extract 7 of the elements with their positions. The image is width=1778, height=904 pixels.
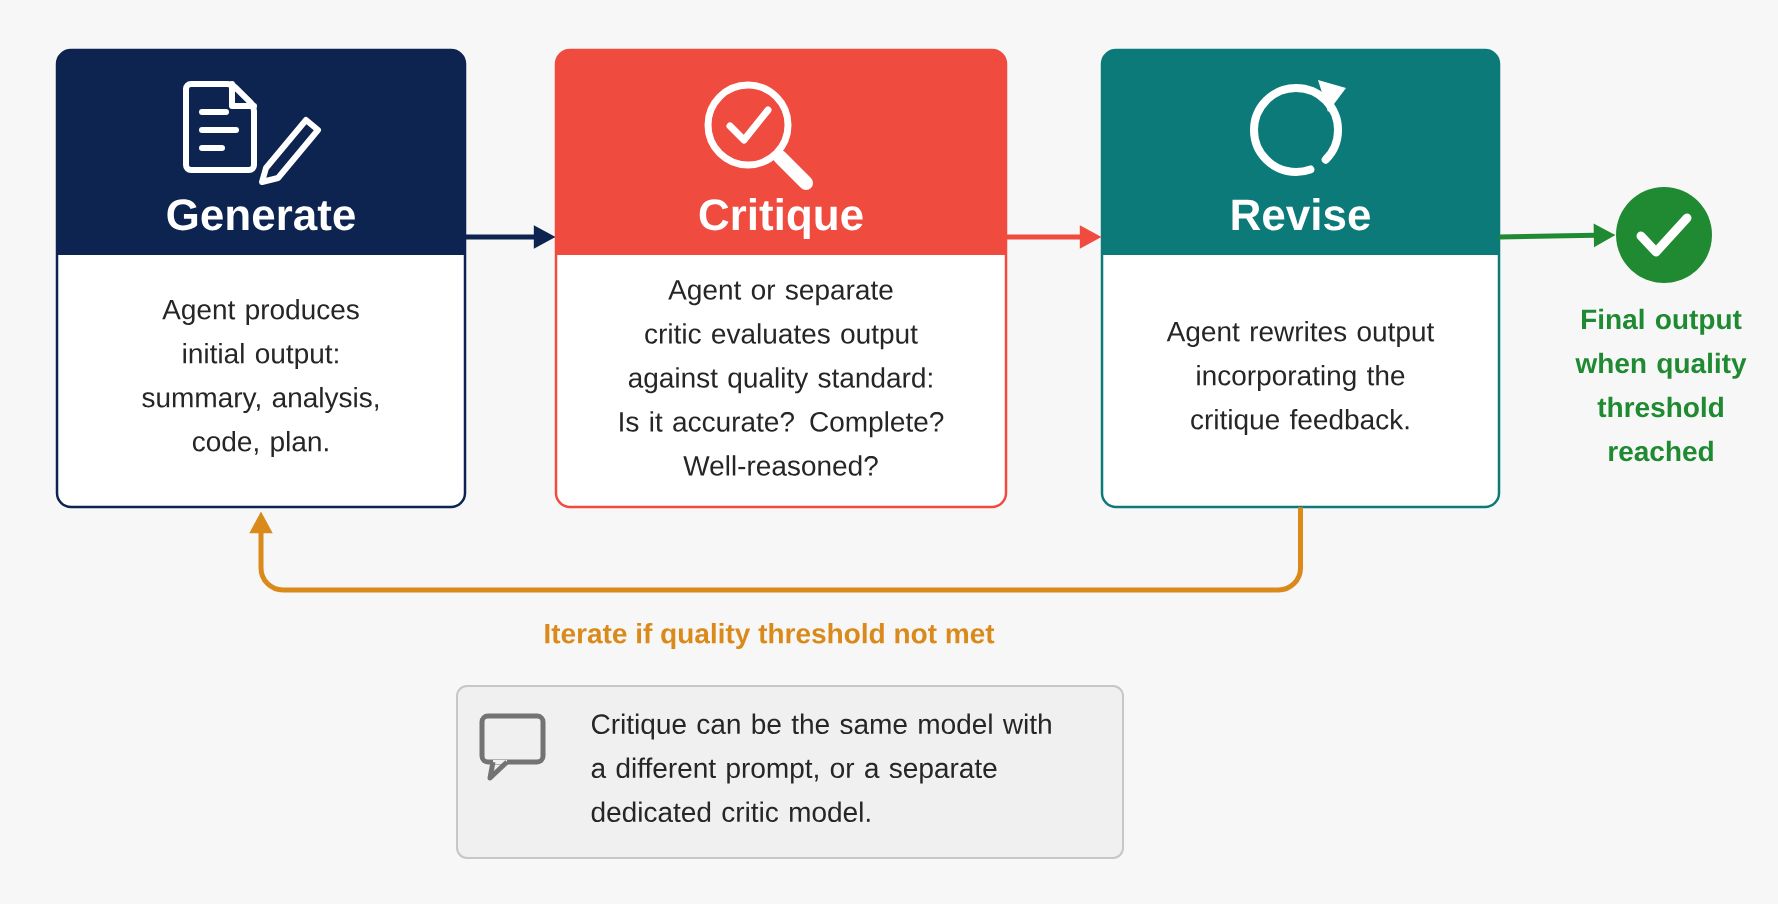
arrow	[249, 507, 1303, 593]
node-label: Final output when quality threshold reached	[1575, 308, 1747, 462]
note-box: Critique can be the same model with a different prompt, or a separate dedicated critic model.	[456, 685, 1124, 859]
process-box: Revise Agent rewrites output incorporating the critique feedback.	[1100, 48, 1501, 509]
process-box: Critique Agent or separate critic evaluates output against quality standard: Is it accurate? Complete? Well-reasoned?	[554, 48, 1008, 509]
edge-label: Iterate if quality threshold not met	[545, 622, 995, 650]
process-box: Generate Agent produces initial output: summary, analysis, code, plan.	[55, 48, 467, 509]
